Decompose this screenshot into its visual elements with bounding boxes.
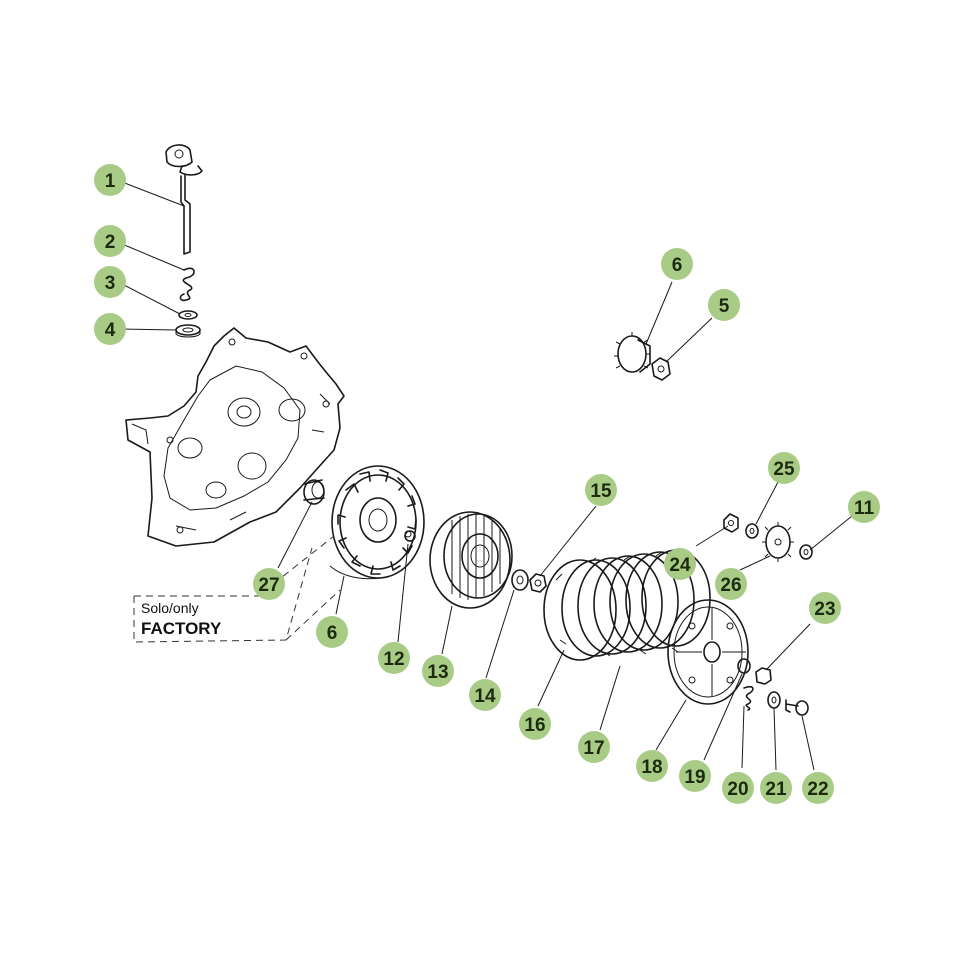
callout-18: 18 (636, 750, 668, 782)
part-16-17-plate-stack (543, 549, 711, 661)
part-24-nut (723, 513, 739, 533)
svg-text:14: 14 (474, 686, 496, 707)
factory-note: Solo/only FACTORY (133, 535, 341, 643)
svg-text:1: 1 (105, 171, 116, 192)
callout-19: 19 (679, 760, 711, 792)
callout-17: 17 (578, 731, 610, 763)
svg-text:21: 21 (765, 779, 787, 800)
callout-11: 11 (848, 491, 880, 523)
svg-text:26: 26 (720, 575, 741, 596)
svg-text:4: 4 (105, 320, 116, 341)
callout-25: 25 (768, 452, 800, 484)
svg-text:16: 16 (524, 715, 545, 736)
part-5-nut (651, 357, 671, 381)
part-26-sprocket (762, 522, 794, 562)
callout-6-upper: 6 (661, 248, 693, 280)
svg-text:23: 23 (814, 599, 835, 620)
note-line1: Solo/only (141, 600, 199, 616)
part-6-gear (614, 332, 651, 373)
svg-text:15: 15 (590, 481, 612, 502)
callout-3: 3 (94, 266, 126, 298)
part-20-spring (743, 685, 754, 711)
svg-text:6: 6 (327, 623, 338, 644)
part-4-seal (175, 324, 201, 338)
callout-1: 1 (94, 164, 126, 196)
callout-14: 14 (469, 679, 501, 711)
part-14-washer (511, 569, 529, 591)
callout-13: 13 (422, 655, 454, 687)
callout-26: 26 (715, 568, 747, 600)
part-13-clutch-hub (429, 511, 513, 609)
callout-6-lower: 6 (316, 616, 348, 648)
callout-2: 2 (94, 225, 126, 257)
part-6-clutch-basket (329, 465, 425, 580)
callout-24: 24 (664, 548, 696, 580)
svg-text:22: 22 (807, 779, 828, 800)
part-23-nut (755, 667, 772, 685)
part-11-washer (799, 544, 813, 560)
callout-16: 16 (519, 708, 551, 740)
svg-text:19: 19 (684, 767, 705, 788)
svg-text:11: 11 (854, 498, 875, 519)
svg-text:2: 2 (105, 232, 116, 253)
part-22-bolt (785, 699, 809, 716)
callout-4: 4 (94, 313, 126, 345)
svg-text:17: 17 (583, 738, 604, 759)
callout-22: 22 (802, 772, 834, 804)
callout-23: 23 (809, 592, 841, 624)
callout-15: 15 (585, 474, 617, 506)
callout-21: 21 (760, 772, 792, 804)
part-12-spacer (404, 530, 416, 542)
part-2-spring (179, 267, 195, 302)
svg-text:18: 18 (641, 757, 662, 778)
callout-20: 20 (722, 772, 754, 804)
svg-text:27: 27 (258, 575, 279, 596)
svg-text:12: 12 (383, 649, 404, 670)
part-3-washer (178, 310, 198, 320)
svg-text:20: 20 (727, 779, 748, 800)
svg-text:5: 5 (719, 296, 730, 317)
svg-text:13: 13 (427, 662, 448, 683)
svg-text:24: 24 (669, 555, 691, 576)
callout-27: 27 (253, 568, 285, 600)
svg-text:6: 6 (672, 255, 683, 276)
part-21-washer (767, 691, 781, 709)
part-18-pressure-plate (667, 599, 751, 705)
note-line2: FACTORY (141, 619, 222, 638)
part-1-release-shaft (165, 144, 203, 255)
crankcase (125, 327, 345, 547)
svg-text:25: 25 (773, 459, 795, 480)
part-27-needle-bearing (303, 479, 325, 505)
leader-lines (121, 181, 853, 771)
part-25-washer (745, 523, 759, 539)
svg-text:3: 3 (105, 273, 116, 294)
callout-5: 5 (708, 289, 740, 321)
part-15-nut (529, 573, 547, 593)
callout-12: 12 (378, 642, 410, 674)
